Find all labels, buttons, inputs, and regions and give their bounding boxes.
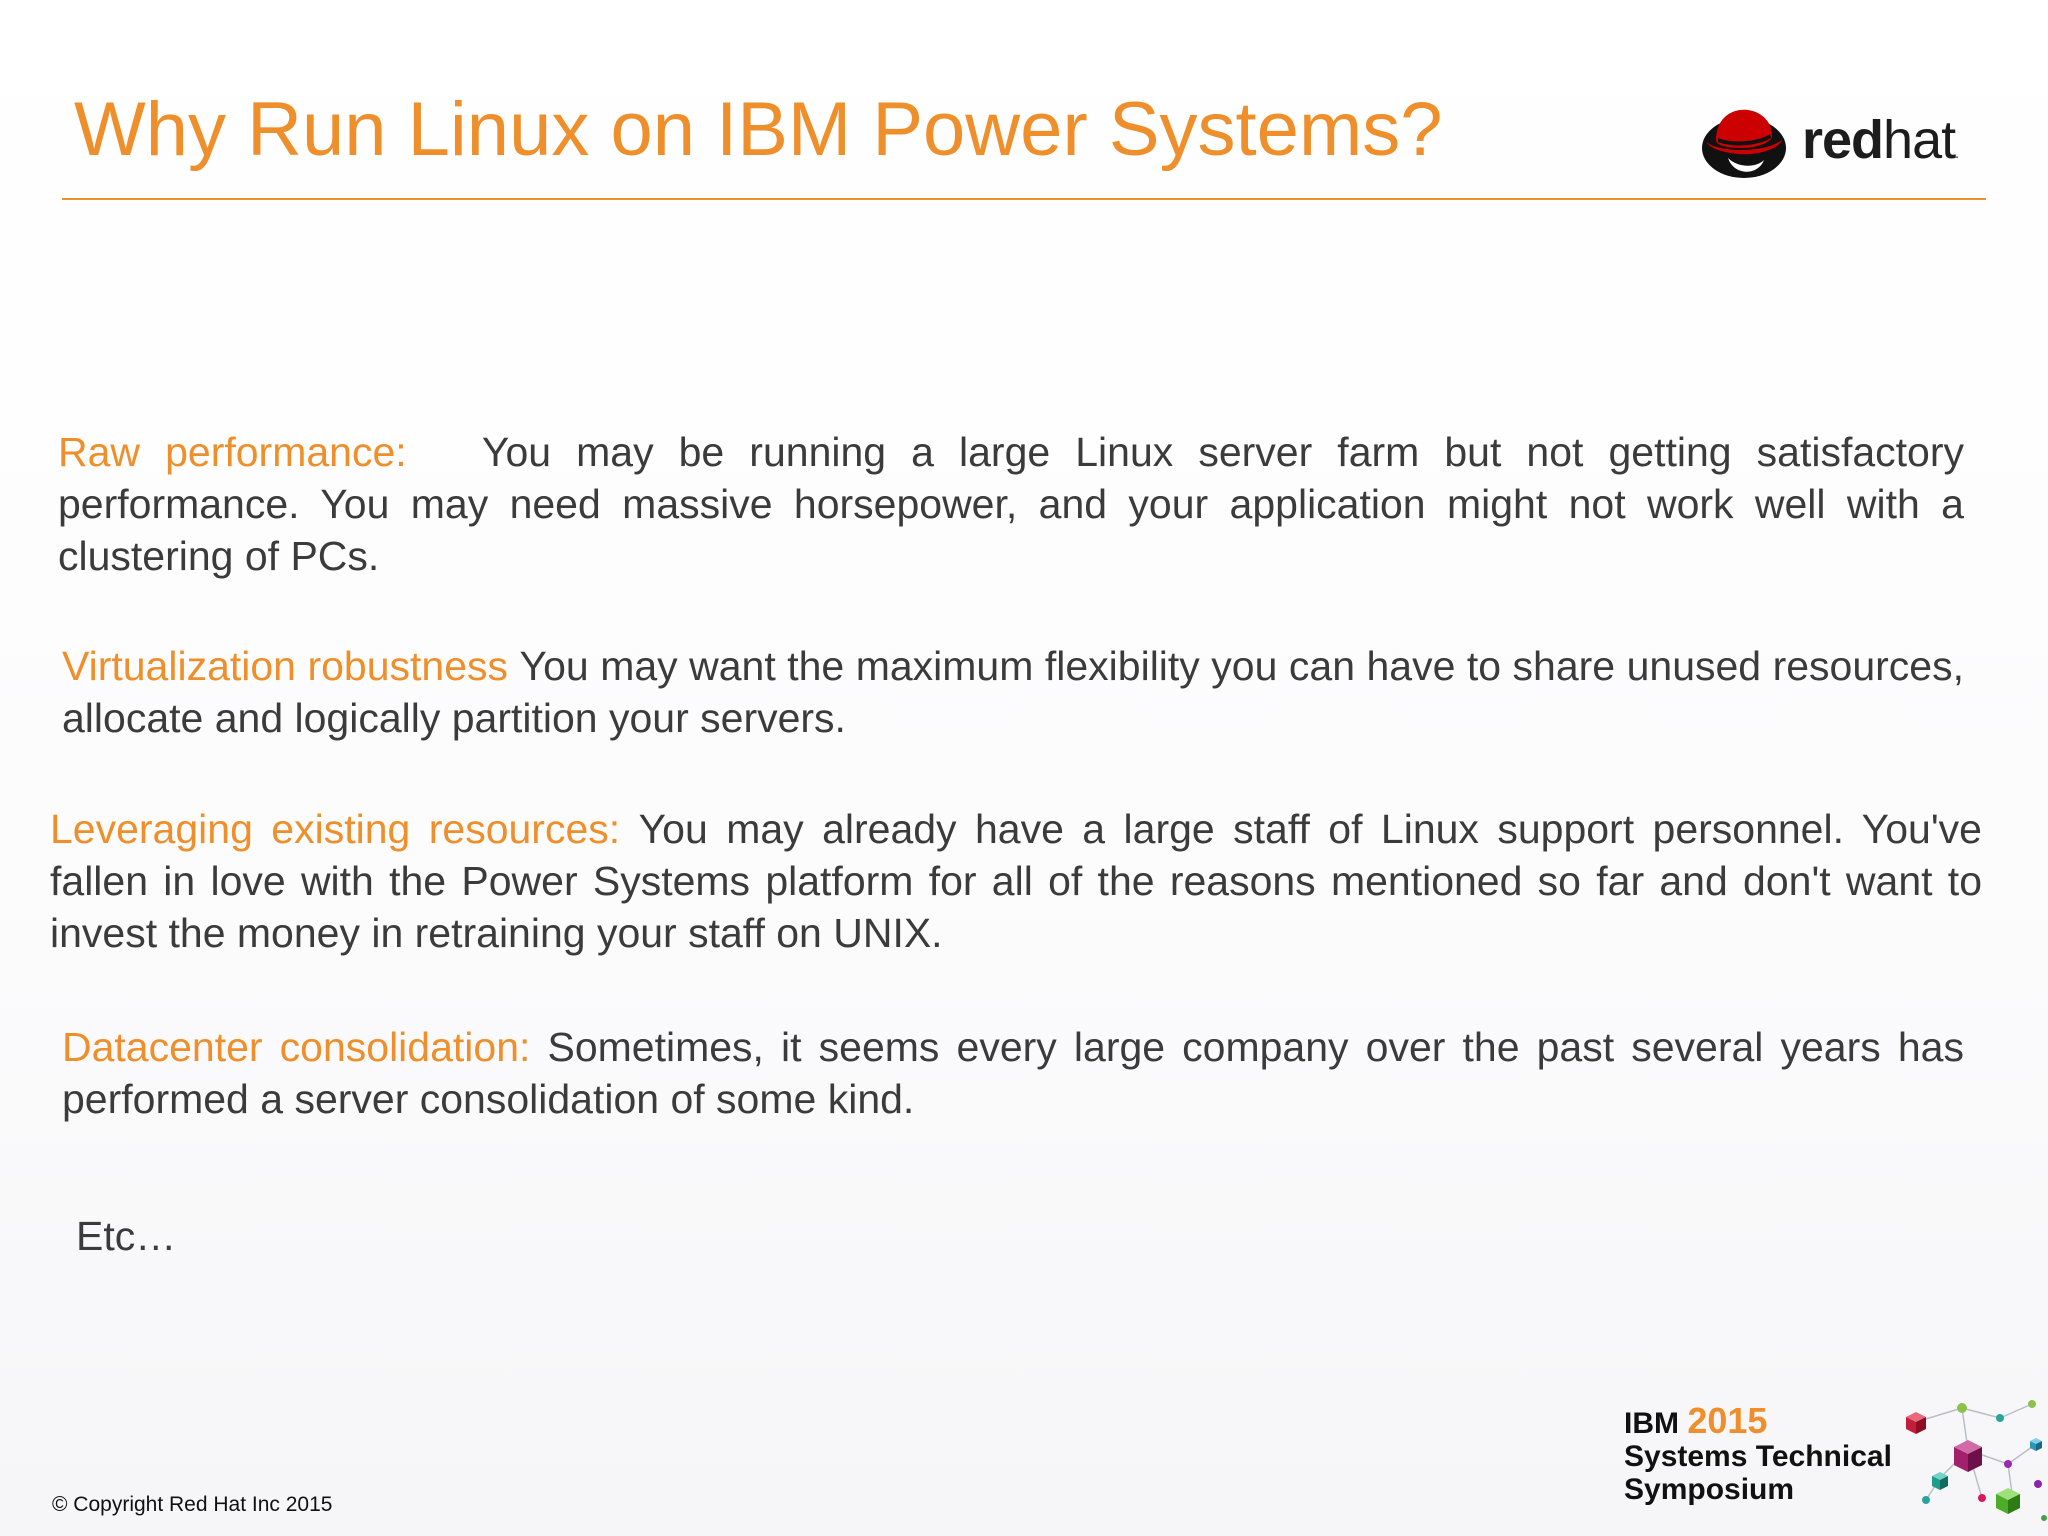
paragraph-body: You may already have a large staff of Li… — [50, 806, 1982, 956]
symposium-line1: IBM 2015 — [1624, 1403, 1892, 1441]
copyright-notice: © Copyright Red Hat Inc 2015 — [52, 1493, 333, 1516]
redhat-wordmark: redhat. — [1802, 110, 1959, 183]
title-divider — [62, 198, 1986, 200]
symposium-line2: Systems Technical — [1624, 1440, 1892, 1473]
paragraph-raw-performance: Raw performance: You may be running a la… — [58, 426, 1964, 582]
paragraph-lead: Raw performance: — [58, 429, 407, 475]
colored-cubes-network-graphic — [1906, 1400, 2047, 1521]
symposium-line3: Symposium — [1624, 1473, 1795, 1506]
etc-text: Etc… — [76, 1213, 177, 1259]
paragraph-lead: Leveraging existing resources: — [50, 806, 621, 852]
paragraph-lead: Datacenter consolidation: — [62, 1024, 531, 1070]
paragraph-datacenter-consolidation: Datacenter consolidation: Sometimes, it … — [62, 1021, 1964, 1125]
paragraph-virtualization-robustness: Virtualization robustness You may want t… — [62, 640, 1964, 744]
redhat-wordmark-mark: . — [1955, 145, 1959, 161]
paragraph-leveraging-existing-resources: Leveraging existing resources: You may a… — [50, 803, 1982, 959]
symposium-year: 2015 — [1687, 1400, 1768, 1441]
symposium-text: IBM 2015 Systems Technical Symposium — [1624, 1403, 1892, 1507]
redhat-wordmark-red: red — [1802, 110, 1884, 170]
redhat-wordmark-hat: hat — [1883, 110, 1956, 170]
ibm-symposium-logo: IBM 2015 Systems Technical Symposium — [1620, 1400, 2048, 1536]
paragraph-body: You may want the maximum flexibility you… — [62, 643, 1964, 741]
redhat-logo: redhat. — [1698, 100, 1972, 180]
paragraph-body: Sometimes, it seems every large company … — [62, 1024, 1964, 1122]
paragraph-body: You may be running a large Linux server … — [58, 429, 1965, 579]
slide-title: Why Run Linux on IBM Power Systems? — [74, 87, 1443, 172]
paragraph-lead: Virtualization robustness — [62, 643, 509, 689]
symposium-org: IBM — [1624, 1407, 1679, 1440]
redhat-shadowman-icon — [1702, 109, 1786, 178]
